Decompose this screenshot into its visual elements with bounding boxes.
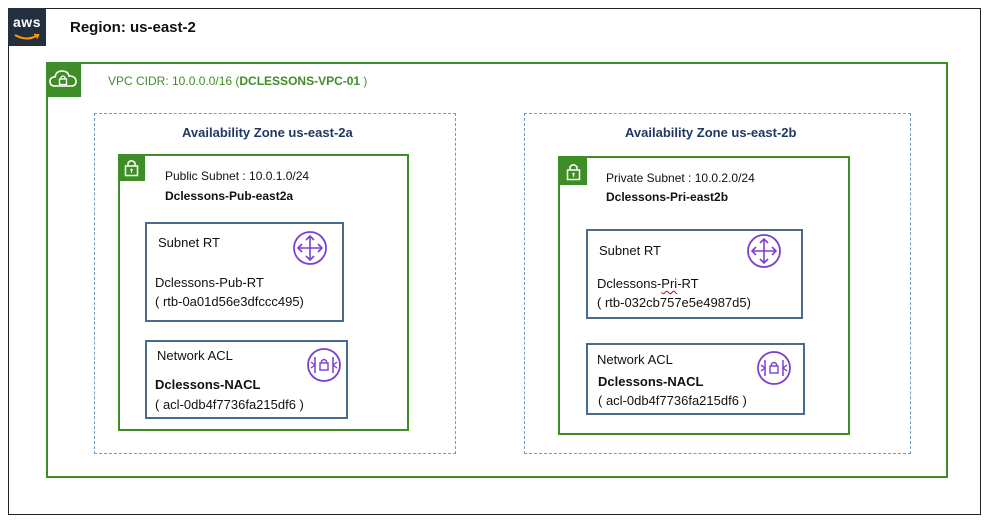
aws-logo-text: aws <box>13 14 41 30</box>
aws-logo: aws <box>8 8 46 46</box>
cloud-lock-icon <box>49 70 77 87</box>
network-acl-id: ( acl-0db4f7736fa215df6 ) <box>598 393 747 408</box>
network-acl-card <box>586 343 805 415</box>
vpc-cidr-label: VPC CIDR: 10.0.0.0/16 (DCLESSONS-VPC-01 … <box>108 74 368 88</box>
network-acl-icon <box>307 348 341 382</box>
region-container <box>8 8 981 515</box>
subnet-cidr: Public Subnet : 10.0.1.0/24 <box>165 169 310 183</box>
public-subnet <box>118 154 409 431</box>
network-acl-name: Dclessons-NACL <box>155 377 261 392</box>
network-acl-id: ( acl-0db4f7736fa215df6 ) <box>155 397 304 412</box>
private-subnet <box>558 156 850 435</box>
route-table-name: Dclessons-Pri-RT <box>597 276 699 291</box>
route-table-name: Dclessons-Pub-RT <box>155 275 264 290</box>
route-table-id: ( rtb-032cb757e5e4987d5) <box>597 295 751 310</box>
lock-icon <box>566 164 581 181</box>
lock-icon <box>124 160 139 177</box>
subnet-badge <box>118 154 145 181</box>
route-table-card <box>586 229 803 319</box>
network-acl-name: Dclessons-NACL <box>598 374 704 389</box>
route-table-title: Subnet RT <box>158 235 220 250</box>
aws-smile-icon <box>14 33 40 40</box>
network-acl-icon <box>757 351 791 385</box>
subnet-name: Dclessons-Pub-east2a <box>165 189 294 203</box>
region-title: Region: us-east-2 <box>70 19 196 36</box>
subnet-badge <box>560 158 587 185</box>
network-acl-title: Network ACL <box>157 348 233 363</box>
router-icon <box>293 231 327 265</box>
vpc-badge <box>46 62 81 97</box>
az-title: Availability Zone us-east-2a <box>182 125 353 140</box>
route-table-card <box>145 222 344 322</box>
availability-zone-us-east-2b <box>524 113 911 454</box>
availability-zone-us-east-2a <box>94 113 456 454</box>
vpc-container <box>46 62 948 478</box>
network-acl-title: Network ACL <box>597 352 673 367</box>
route-table-title: Subnet RT <box>599 243 661 258</box>
subnet-cidr: Private Subnet : 10.0.2.0/24 <box>606 171 755 185</box>
az-title: Availability Zone us-east-2b <box>625 125 797 140</box>
route-table-id: ( rtb-0a01d56e3dfccc495) <box>155 294 304 309</box>
subnet-name: Dclessons-Pri-east2b <box>606 190 729 204</box>
router-icon <box>747 234 781 268</box>
vpc-name: DCLESSONS-VPC-01 <box>239 74 361 88</box>
